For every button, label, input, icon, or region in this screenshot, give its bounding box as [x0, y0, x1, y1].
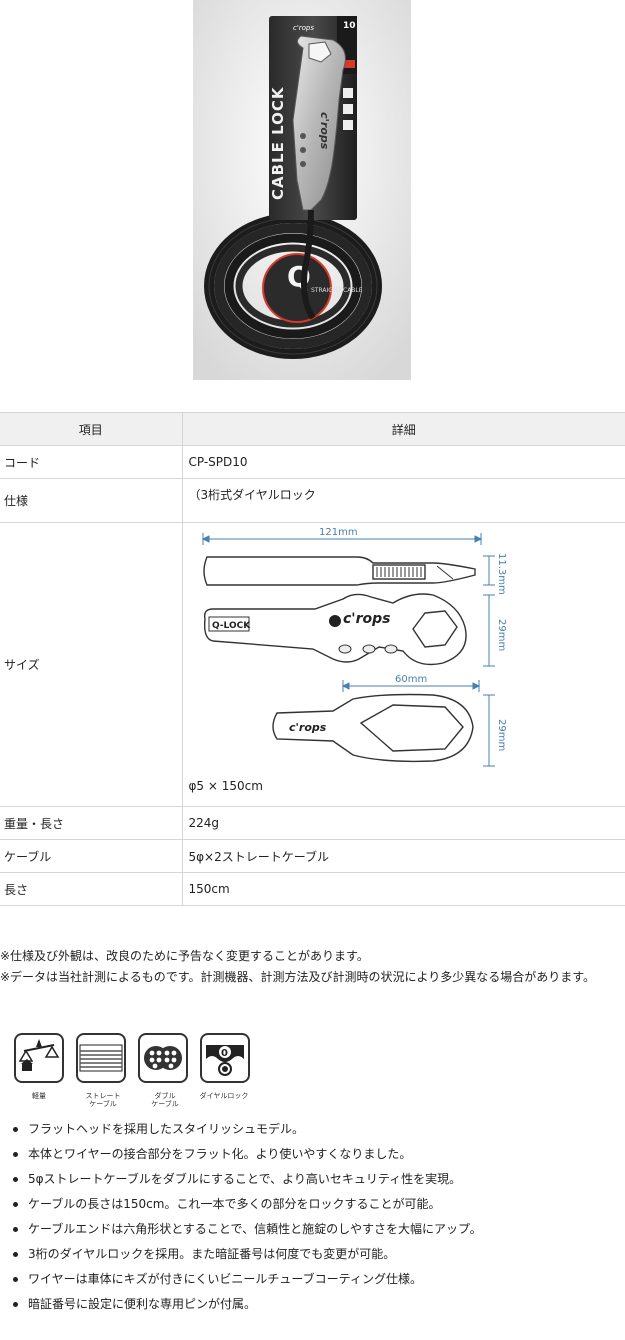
package-number: 10 — [343, 21, 356, 31]
body-logo: c'rops — [343, 611, 390, 627]
table-row: コード CP-SPD10 — [0, 445, 625, 479]
dial-symbol: 0 — [221, 1048, 228, 1059]
body-stamp: Q-LOCK — [212, 621, 251, 631]
dimension-width2-label: 60mm — [395, 674, 427, 685]
table-row: 仕様 （3桁式ダイヤルロック — [0, 478, 625, 523]
spec-label: コード — [0, 445, 183, 479]
dimension-height2-label: 29mm — [496, 719, 507, 751]
spec-label: ケーブル — [0, 839, 183, 873]
icon-label: ストレート ケーブル — [85, 1092, 121, 1108]
icon-label: 軽量 — [32, 1092, 46, 1100]
list-item: 暗証番号に設定に便利な専用ピンが付属。 — [0, 1292, 482, 1317]
table-row: ケーブル 5φ×2ストレートケーブル — [0, 839, 625, 873]
list-item: ワイヤーは車体にキズが付きにくいビニールチューブコーティング仕様。 — [0, 1267, 482, 1292]
list-item: フラットヘッドを採用したスタイリッシュモデル。 — [0, 1117, 482, 1142]
dimension-height-label: 29mm — [496, 619, 507, 651]
spec-header-detail: 詳細 — [182, 412, 625, 446]
dial-lock-icon: 0 — [200, 1033, 250, 1083]
icon-label: ダイヤルロック — [199, 1092, 249, 1100]
spec-label: サイズ — [0, 522, 183, 807]
list-item: 本体とワイヤーの接合部分をフラット化。より使いやすくなりました。 — [0, 1142, 482, 1167]
size-diagram: 121mm 11.3mm 29mm 60mm 29mm — [183, 523, 625, 806]
light-weight-icon — [14, 1033, 64, 1083]
icon-label: ダブル ケーブル — [151, 1092, 179, 1108]
spec-label: 長さ — [0, 872, 183, 906]
lock-logo: c'rops — [318, 112, 331, 150]
table-row: サイズ — [0, 522, 625, 807]
table-row: 重量・長さ 224g — [0, 806, 625, 840]
list-item: 3桁のダイヤルロックを採用。また暗証番号は何度でも変更が可能。 — [0, 1242, 482, 1267]
product-image: Q STRAIGHT CABLE 10 c'rops CABLE LOCK c'… — [193, 0, 411, 380]
table-row: 長さ 150cm — [0, 872, 625, 906]
list-item: ケーブルの長さは150cm。これ一本で多くの部分をロックすることが可能。 — [0, 1192, 482, 1217]
package-side-text: CABLE LOCK — [269, 86, 287, 200]
list-item: 5φストレートケーブルをダブルにすることで、より高いセキュリティ性を実現。 — [0, 1167, 482, 1192]
note-line: ※データは当社計測によるものです。計測機器、計測方法及び計測時の状況により多少異… — [0, 970, 596, 984]
spec-table: 項目 詳細 コード CP-SPD10 仕様 （3桁式ダイヤルロック サイズ — [0, 412, 625, 906]
list-item: ケーブルエンドは六角形状とすることで、信頼性と施錠のしやすさを大幅にアップ。 — [0, 1217, 482, 1242]
spec-value: 224g — [182, 806, 625, 840]
notes: ※仕様及び外観は、改良のために予告なく変更することがあります。 ※データは当社計… — [0, 946, 595, 988]
spec-header-item: 項目 — [0, 412, 183, 446]
spec-value: 150cm — [182, 872, 625, 906]
note-line: ※仕様及び外観は、改良のために予告なく変更することがあります。 — [0, 949, 369, 963]
spec-value: CP-SPD10 — [182, 445, 625, 479]
coil-label-text: STRAIGHT CABLE — [311, 287, 363, 294]
spec-value: （3桁式ダイヤルロック — [188, 488, 316, 502]
spec-label: 重量・長さ — [0, 806, 183, 840]
dimension-thickness-label: 11.3mm — [496, 553, 507, 595]
brand-logo: c'rops — [293, 24, 314, 32]
straight-cable-icon — [76, 1033, 126, 1083]
bottom-logo: c'rops — [289, 721, 327, 734]
feature-list: フラットヘッドを採用したスタイリッシュモデル。 本体とワイヤーの接合部分をフラッ… — [0, 1117, 482, 1317]
spec-label: 仕様 — [0, 478, 183, 523]
double-cable-icon — [138, 1033, 188, 1083]
dimension-length-label: 121mm — [319, 527, 358, 538]
spec-value: 5φ×2ストレートケーブル — [182, 839, 625, 873]
spec-value: φ5 × 150cm — [188, 779, 263, 793]
